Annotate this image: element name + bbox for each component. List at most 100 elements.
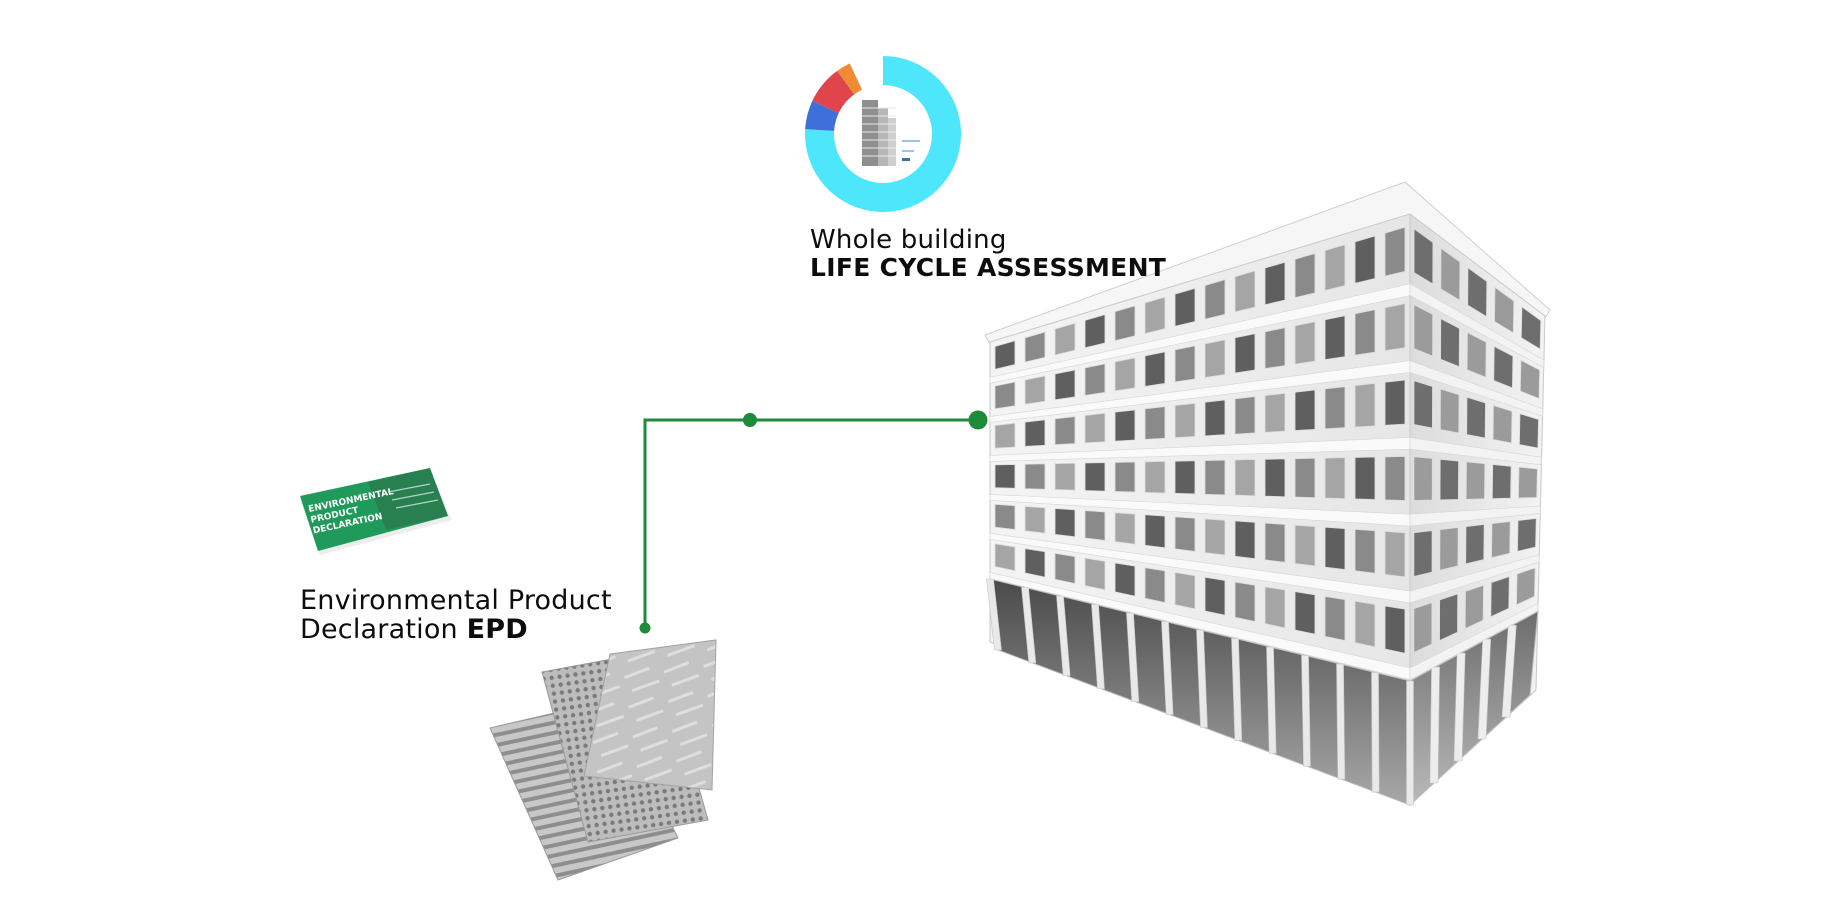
building-window — [1084, 510, 1106, 541]
building-window — [1174, 287, 1196, 327]
building-window — [1024, 331, 1046, 363]
building-window — [1384, 605, 1406, 654]
building-window — [1491, 464, 1512, 500]
building-column — [1429, 666, 1440, 784]
building-floor-band — [1409, 554, 1540, 604]
building-window — [1465, 461, 1486, 500]
building-window — [1174, 460, 1196, 495]
building-window — [1264, 586, 1286, 629]
building-window — [994, 464, 1016, 489]
building-window — [1354, 600, 1376, 648]
building-window — [1294, 252, 1316, 299]
building-window — [1204, 279, 1226, 320]
lca-label-line1: Whole building — [810, 225, 1007, 255]
building-window — [1174, 516, 1196, 552]
building-window — [1490, 575, 1510, 618]
lca-label-line2: LIFE CYCLE ASSESSMENT — [810, 253, 1167, 283]
building-window — [1518, 466, 1538, 499]
lca-donut-chart — [805, 56, 962, 212]
building-window — [1114, 512, 1136, 545]
building-window — [1519, 359, 1541, 400]
building-window — [1024, 463, 1046, 490]
building-window — [1324, 244, 1346, 291]
epd-label-line2: Declaration EPD — [300, 615, 612, 644]
epd-label-acronym: EPD — [466, 614, 528, 646]
building-window — [1054, 508, 1076, 538]
building-window — [1413, 456, 1433, 501]
building-window — [994, 543, 1016, 572]
building-window — [1384, 379, 1406, 426]
building-window — [1494, 286, 1515, 334]
building-window — [1084, 462, 1106, 492]
lca-label: Whole building LIFE CYCLE ASSESSMENT — [810, 226, 1166, 281]
building-window — [1114, 409, 1136, 442]
building-window — [1144, 351, 1166, 387]
building-window — [1413, 380, 1433, 429]
building-window — [1054, 552, 1076, 584]
building-window — [1324, 457, 1346, 500]
building-column — [1477, 638, 1492, 740]
building-window — [1517, 517, 1537, 552]
building-window — [1294, 321, 1316, 365]
building-window — [1174, 345, 1196, 383]
building-window — [1439, 527, 1459, 571]
building-window — [1491, 521, 1511, 559]
building-window — [1234, 520, 1256, 560]
building-window — [1144, 514, 1166, 549]
building-window — [1440, 317, 1460, 368]
building-window — [1324, 386, 1346, 430]
building-window — [1114, 461, 1136, 493]
building-column — [1161, 621, 1174, 715]
building-column — [1021, 587, 1037, 664]
building-window — [1174, 402, 1196, 439]
building-window — [1114, 562, 1136, 597]
building-window — [1234, 333, 1256, 374]
building-window — [1084, 314, 1106, 349]
building-window — [1264, 458, 1286, 498]
building-floor-band — [1409, 360, 1544, 417]
building-column — [1301, 655, 1311, 767]
building-window — [1294, 524, 1316, 567]
building-column — [1196, 629, 1208, 728]
building-window — [1144, 567, 1166, 603]
building-window — [1144, 406, 1166, 440]
building-window — [994, 340, 1016, 370]
building-window — [1084, 363, 1106, 396]
building-window — [1144, 460, 1166, 494]
connector-start-dot — [639, 622, 651, 634]
building-window — [1204, 459, 1226, 496]
building-window — [1084, 557, 1106, 591]
epd-label: Environmental Product Declaration EPD — [300, 586, 612, 644]
building-column — [1453, 652, 1466, 762]
building-window — [1204, 399, 1226, 437]
building-window — [1054, 416, 1076, 446]
building-window — [1384, 456, 1406, 501]
building-window — [1354, 528, 1376, 574]
building-window — [1384, 226, 1406, 277]
building-window — [1294, 591, 1316, 635]
building-floor-band — [1409, 505, 1541, 527]
building-window — [1264, 522, 1286, 563]
connector-mid-dot — [743, 413, 757, 427]
building-window — [1518, 413, 1539, 449]
building-window — [1354, 309, 1376, 356]
building-window — [1354, 235, 1376, 284]
building-column — [1406, 680, 1414, 806]
building-window — [1234, 396, 1256, 435]
building-column — [1266, 646, 1277, 754]
building-window — [1264, 261, 1286, 306]
building-window — [1054, 322, 1076, 356]
building-window — [1084, 412, 1106, 444]
building-floor-band — [1409, 602, 1539, 681]
building-window — [1465, 524, 1485, 565]
building-window — [1294, 457, 1316, 499]
building-window — [1467, 267, 1488, 318]
building-window — [1024, 375, 1046, 405]
epd-label-line1: Environmental Product — [300, 585, 612, 616]
epd-booklet-icon: ENVIRONMENTAL PRODUCT DECLARATION — [300, 468, 452, 555]
building-window — [1204, 518, 1226, 556]
building-window — [1384, 303, 1406, 352]
building-window — [1384, 530, 1406, 578]
building-window — [1024, 506, 1046, 534]
